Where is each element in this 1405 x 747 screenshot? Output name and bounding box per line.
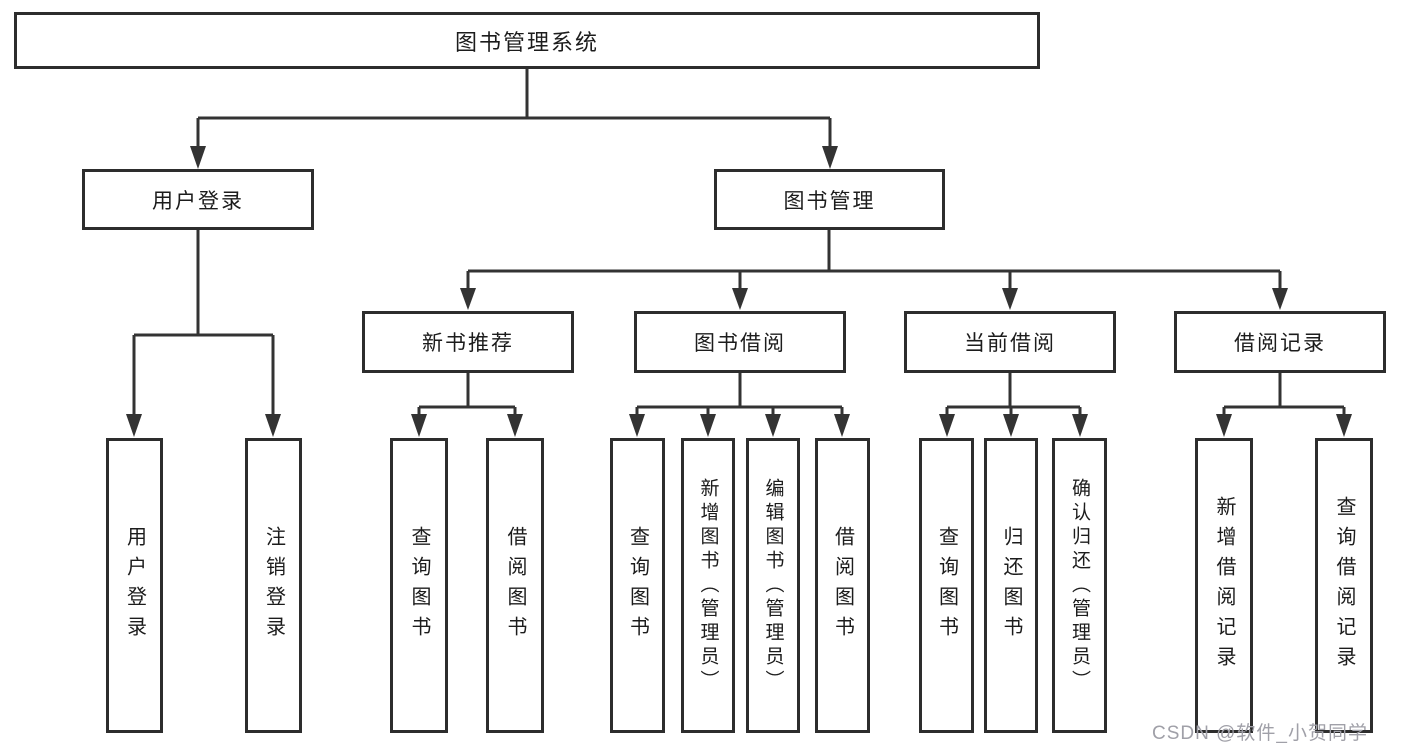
leaf-query-book-recommend: 查询图书	[390, 438, 448, 733]
leaf-query-borrow-record-label: 查询借阅记录	[1333, 495, 1355, 676]
leaf-query-book-borrow: 查询图书	[610, 438, 665, 733]
leaf-logout-label: 注销登录	[262, 525, 285, 646]
connector-root-split	[190, 69, 838, 169]
leaf-add-book-admin-label: 新增图书（管理员）	[697, 477, 719, 694]
leaf-return-book-label: 归还图书	[1000, 525, 1022, 646]
leaf-return-book: 归还图书	[984, 438, 1038, 733]
leaf-user-login: 用户登录	[106, 438, 163, 733]
leaf-edit-book-admin: 编辑图书（管理员）	[746, 438, 800, 733]
leaf-query-book-current-label: 查询图书	[935, 525, 958, 646]
node-borrow-records: 借阅记录	[1174, 311, 1386, 373]
leaf-edit-book-admin-label: 编辑图书（管理员）	[762, 477, 784, 694]
connector-current-borrow-split	[939, 373, 1088, 437]
leaf-confirm-return-admin: 确认归还（管理员）	[1052, 438, 1107, 733]
leaf-add-borrow-record: 新增借阅记录	[1195, 438, 1253, 733]
leaf-borrow-book: 借阅图书	[815, 438, 870, 733]
node-library-system: 图书管理系统	[14, 12, 1040, 69]
leaf-logout: 注销登录	[245, 438, 302, 733]
connector-borrow-records-split	[1216, 373, 1352, 437]
leaf-add-borrow-record-label: 新增借阅记录	[1213, 495, 1235, 676]
node-current-borrow: 当前借阅	[904, 311, 1116, 373]
connector-new-book-split	[411, 373, 523, 437]
node-user-login: 用户登录	[82, 169, 314, 230]
leaf-query-book-recommend-label: 查询图书	[408, 525, 430, 646]
connector-book-management-split	[460, 230, 1288, 310]
leaf-query-book-current: 查询图书	[919, 438, 974, 733]
leaf-query-book-borrow-label: 查询图书	[626, 525, 649, 646]
leaf-borrow-book-recommend: 借阅图书	[486, 438, 544, 733]
leaf-query-borrow-record: 查询借阅记录	[1315, 438, 1373, 733]
node-book-borrow: 图书借阅	[634, 311, 846, 373]
node-new-book-recommend: 新书推荐	[362, 311, 574, 373]
csdn-watermark: CSDN @软件_小贺同学	[1152, 723, 1368, 744]
connector-user-login-split	[126, 230, 281, 437]
leaf-borrow-book-recommend-label: 借阅图书	[504, 525, 526, 646]
connector-book-borrow-split	[629, 373, 850, 437]
node-book-management: 图书管理	[714, 169, 945, 230]
leaf-borrow-book-label: 借阅图书	[831, 525, 854, 646]
leaf-add-book-admin: 新增图书（管理员）	[681, 438, 735, 733]
leaf-user-login-label: 用户登录	[123, 525, 146, 646]
leaf-confirm-return-admin-label: 确认归还（管理员）	[1069, 477, 1090, 694]
